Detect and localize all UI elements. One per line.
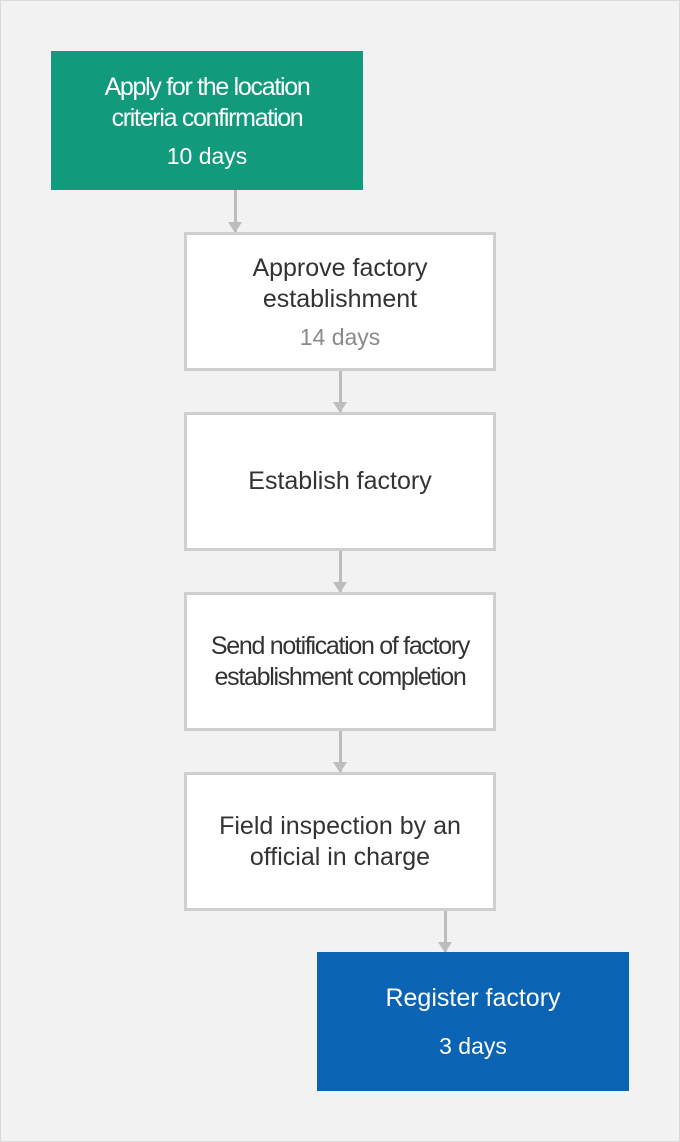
step-title: Apply for the location criteria confirma… bbox=[104, 72, 311, 132]
step-field-inspection: Field inspection by an official in charg… bbox=[184, 772, 496, 911]
flow-arrow bbox=[438, 911, 452, 953]
flow-arrow bbox=[333, 731, 347, 773]
step-duration: 3 days bbox=[439, 1033, 507, 1059]
step-title: Register factory bbox=[385, 984, 561, 1012]
step-apply-location-criteria: Apply for the location criteria confirma… bbox=[51, 51, 363, 190]
step-approve-factory-establishment: Approve factory establishment 14 days bbox=[184, 232, 496, 371]
step-title: Send notification of factory establishme… bbox=[210, 631, 471, 691]
flow-arrow bbox=[228, 190, 242, 233]
step-duration: 10 days bbox=[166, 142, 248, 169]
step-establish-factory: Establish factory bbox=[184, 412, 496, 551]
step-title: Field inspection by an official in charg… bbox=[219, 811, 461, 871]
step-duration: 14 days bbox=[299, 323, 381, 350]
step-register-factory: Register factory 3 days bbox=[317, 952, 629, 1091]
step-send-completion-notification: Send notification of factory establishme… bbox=[184, 592, 496, 731]
step-title: Approve factory establishment bbox=[252, 253, 428, 313]
flow-arrow bbox=[333, 371, 347, 413]
step-title: Establish factory bbox=[248, 467, 432, 495]
flow-arrow bbox=[333, 551, 347, 593]
